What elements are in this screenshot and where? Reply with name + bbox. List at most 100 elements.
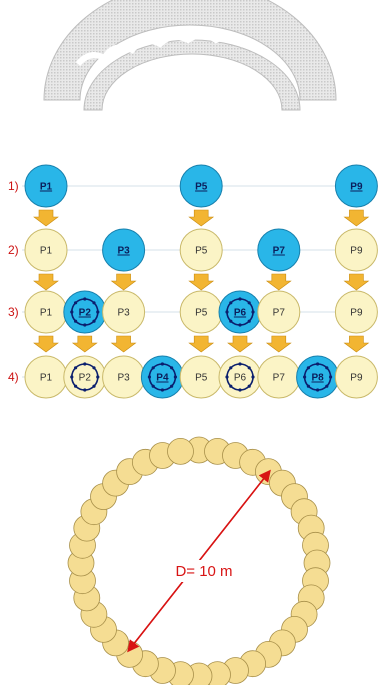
- pile-label: P1: [40, 373, 53, 384]
- down-arrow-icon: [188, 335, 215, 353]
- rebar-dot-icon: [238, 323, 242, 327]
- rebar-dot-icon: [238, 362, 242, 366]
- rebar-dot-icon: [329, 375, 333, 379]
- pile-ring: [67, 436, 331, 685]
- pile-label: P3: [117, 246, 130, 257]
- pile-label: P3: [117, 308, 130, 319]
- down-arrow-icon: [227, 335, 253, 353]
- down-arrow-icon: [265, 273, 292, 291]
- rebar-dot-icon: [229, 301, 233, 305]
- pile-p9: [334, 355, 378, 399]
- rebar-dot-icon: [147, 375, 151, 379]
- pile-label: P1: [40, 182, 53, 193]
- cloud-edge: [75, 32, 267, 67]
- pile-label: P5: [195, 182, 208, 193]
- top-arc-section: [43, 0, 337, 111]
- down-arrow-icon: [33, 209, 59, 227]
- pile-label: P9: [350, 373, 363, 384]
- step-label: 3): [8, 305, 19, 319]
- down-arrow-icon: [33, 335, 59, 353]
- pile-label: P2: [79, 373, 92, 384]
- rebar-dot-icon: [238, 297, 242, 301]
- rebar-dot-icon: [83, 323, 87, 327]
- rebar-dot-icon: [306, 366, 311, 370]
- pile-label: P5: [195, 246, 208, 257]
- rebar-dot-icon: [225, 375, 229, 379]
- pile-label: P7: [273, 373, 286, 384]
- ring-pile: [167, 437, 194, 465]
- rebar-dot-icon: [83, 388, 87, 392]
- pile-label: P5: [195, 308, 208, 319]
- pile-label: P2: [79, 308, 92, 319]
- rebar-dot-icon: [96, 310, 100, 314]
- rebar-dot-icon: [74, 366, 78, 370]
- rebar-dot-icon: [169, 366, 174, 370]
- rebar-dot-icon: [83, 297, 87, 301]
- rebar-dot-icon: [74, 301, 78, 305]
- rebar-dot-icon: [325, 366, 329, 370]
- down-arrow-icon: [188, 273, 215, 291]
- diameter-dimension: D= 10 m: [127, 469, 271, 653]
- rebar-dot-icon: [70, 375, 74, 379]
- rebar-dot-icon: [247, 301, 251, 305]
- diameter-label: D= 10 m: [175, 563, 232, 580]
- rebar-dot-icon: [251, 310, 255, 314]
- outer-arc-band: [43, 0, 337, 101]
- pile-p3: [102, 290, 146, 334]
- rebar-dot-icon: [92, 319, 96, 323]
- pile-p9: [334, 290, 378, 334]
- rebar-dot-icon: [306, 384, 311, 388]
- down-arrow-icon: [343, 273, 370, 291]
- rebar-dot-icon: [96, 375, 100, 379]
- down-arrow-icon: [188, 209, 215, 227]
- pile-label: P7: [273, 308, 286, 319]
- pile-label: P1: [40, 308, 53, 319]
- down-arrow-icon: [71, 335, 98, 353]
- down-arrow-icon: [265, 335, 292, 353]
- rebar-dot-icon: [160, 362, 164, 366]
- rebar-dot-icon: [229, 366, 233, 370]
- down-arrow-icon: [110, 273, 137, 291]
- rebar-dot-icon: [229, 384, 233, 388]
- rebar-dot-icon: [247, 319, 251, 323]
- rebar-dot-icon: [225, 310, 229, 314]
- rebar-dot-icon: [316, 362, 320, 366]
- step-label: 4): [8, 370, 19, 384]
- pile-label: P6: [234, 373, 247, 384]
- rebar-dot-icon: [151, 366, 155, 370]
- down-arrow-icon: [33, 273, 59, 291]
- rebar-dot-icon: [325, 384, 329, 388]
- pile-p7: [257, 228, 301, 272]
- rebar-dot-icon: [247, 366, 251, 370]
- pile-p1: [24, 164, 68, 208]
- down-arrow-icon: [343, 209, 370, 227]
- pile-label: P9: [350, 308, 363, 319]
- rebar-dot-icon: [160, 388, 164, 392]
- rebar-dot-icon: [238, 388, 242, 392]
- pile-p1: [24, 228, 68, 272]
- rebar-dot-icon: [70, 310, 74, 314]
- pile-label: P7: [273, 246, 286, 257]
- rebar-dot-icon: [83, 362, 87, 366]
- rebar-dot-icon: [229, 319, 233, 323]
- step-label: 2): [8, 243, 19, 257]
- rebar-dot-icon: [151, 384, 155, 388]
- rebar-dot-icon: [316, 388, 320, 392]
- rebar-dot-icon: [173, 375, 177, 379]
- pile-p9: [334, 228, 378, 272]
- pile-label: P1: [40, 246, 53, 257]
- rebar-dot-icon: [303, 375, 307, 379]
- pile-p5: [179, 228, 223, 272]
- pile-p9: [334, 164, 378, 208]
- pile-label: P5: [195, 373, 208, 384]
- cloud-edge-inner: [118, 72, 237, 94]
- rebar-dot-icon: [74, 384, 78, 388]
- step-label: 1): [8, 179, 19, 193]
- pile-p3: [102, 228, 146, 272]
- rebar-dot-icon: [92, 384, 96, 388]
- rebar-dot-icon: [74, 319, 78, 323]
- rebar-dot-icon: [251, 375, 255, 379]
- pile-label: P6: [234, 308, 247, 319]
- down-arrow-icon: [343, 335, 370, 353]
